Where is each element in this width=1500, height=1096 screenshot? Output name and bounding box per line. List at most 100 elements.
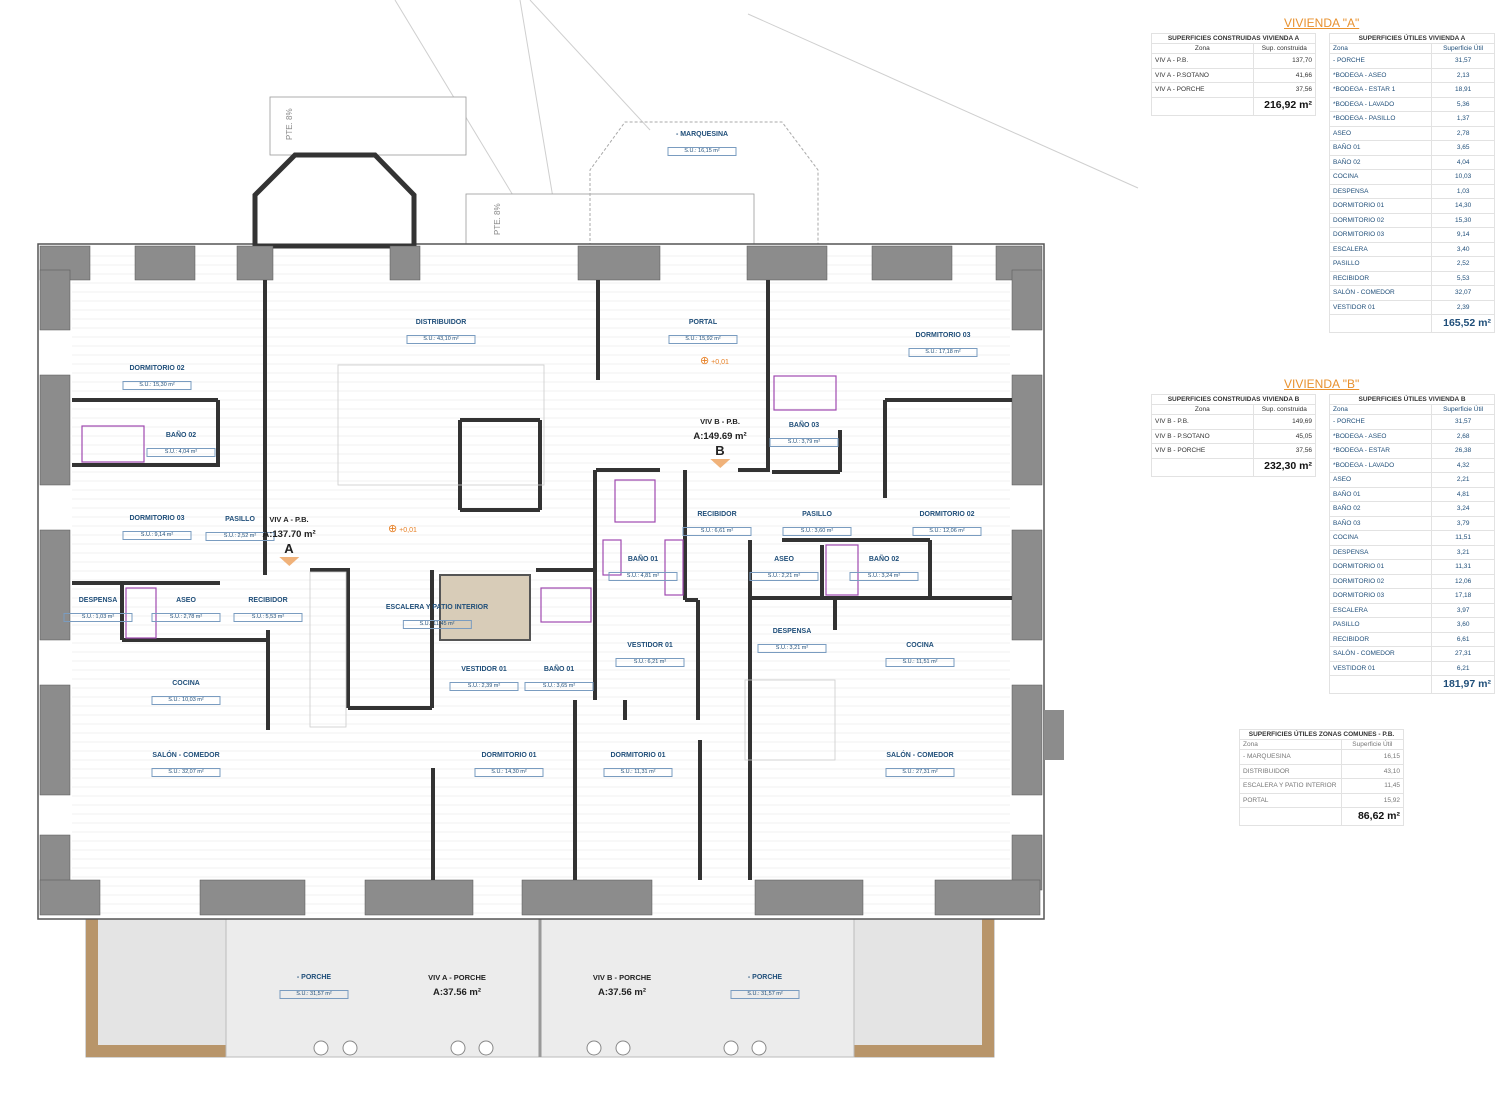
total-cell: 165,52 m²	[1431, 314, 1495, 333]
zone-cell: VIV B - PORCHE	[1151, 443, 1254, 459]
room-name: - PORCHE	[296, 974, 332, 981]
table-total-row: 86,62 m²	[1239, 807, 1405, 826]
room-name: DORMITORIO 02	[919, 511, 975, 518]
vivienda-b-title: VIVIENDA "B"	[1284, 377, 1360, 391]
table-total-row: 165,52 m²	[1328, 314, 1495, 333]
value-cell: 37,56	[1252, 443, 1317, 459]
interior-patio	[439, 574, 531, 641]
value-cell: 3,97	[1431, 602, 1495, 618]
room-area: S.U.: 6,61 m²	[682, 527, 752, 536]
zone-cell: VIV B - P.SOTANO	[1151, 428, 1254, 444]
room-name: DORMITORIO 03	[915, 332, 971, 339]
total-cell: 232,30 m²	[1252, 457, 1317, 477]
room-name: RECIBIDOR	[697, 511, 737, 518]
room-area: S.U.: 3,79 m²	[769, 438, 839, 447]
unit-area: A:37.56 m²	[432, 987, 482, 998]
value-cell: 2,78	[1431, 125, 1495, 141]
sanitaries	[81, 375, 859, 639]
total-cell: 181,97 m²	[1431, 675, 1495, 694]
zone-cell: DESPENSA	[1328, 183, 1433, 199]
room-area: S.U.: 15,30 m²	[122, 381, 192, 390]
room-name: DESPENSA	[772, 628, 812, 635]
room-area: S.U.: 17,18 m²	[908, 348, 978, 357]
zone-cell: *BODEGA - ESTAR	[1328, 443, 1433, 459]
value-cell: 137,70	[1252, 53, 1317, 69]
room-area: S.U.: 43,10 m²	[406, 335, 476, 344]
room-area: S.U.: 9,14 m²	[122, 531, 192, 540]
empty-cell	[1328, 675, 1433, 694]
value-cell: 37,56	[1252, 82, 1317, 98]
zone-cell: DORMITORIO 01	[1328, 198, 1433, 214]
zone-cell: ASEO	[1328, 472, 1433, 488]
value-cell: 2,68	[1431, 428, 1495, 444]
value-cell: 11,51	[1431, 530, 1495, 546]
room-label: BAÑO 01 S.U.: 4,81 m²	[608, 555, 678, 582]
room-name: DISTRIBUIDOR	[415, 319, 467, 326]
value-cell: 4,81	[1431, 486, 1495, 502]
room-name: ASEO	[176, 597, 196, 604]
column-header: Zona	[1328, 404, 1433, 415]
zone-cell: BAÑO 01	[1328, 140, 1433, 156]
room-area: S.U.: 2,21 m²	[749, 572, 819, 581]
room-name: BAÑO 03	[788, 422, 820, 429]
room-area: S.U.: 4,81 m²	[608, 572, 678, 581]
value-cell: 3,21	[1431, 544, 1495, 560]
room-name: PASILLO	[802, 511, 832, 518]
unit-title: VIV B - PORCHE	[592, 973, 652, 982]
table-caption: SUPERFICIES ÚTILES ZONAS COMUNES - P.B.	[1239, 729, 1404, 740]
room-area: S.U.: 4,04 m²	[146, 448, 216, 457]
column-header: Superficie Útil	[1340, 739, 1405, 750]
room-name: BAÑO 01	[627, 556, 659, 563]
marquesina-outline	[589, 121, 819, 247]
room-area: S.U.: 14,30 m²	[474, 768, 544, 777]
value-cell: 9,14	[1431, 227, 1495, 243]
zone-cell: COCINA	[1328, 169, 1433, 185]
zone-cell: *BODEGA - LAVADO	[1328, 457, 1433, 473]
column-header: Sup. construida	[1252, 404, 1317, 415]
column-header: Superficie Útil	[1431, 404, 1495, 415]
zone-cell: - PORCHE	[1328, 53, 1433, 69]
unit-title: VIV A - P.B.	[269, 515, 309, 524]
room-name: PORTAL	[688, 319, 718, 326]
room-name: COCINA	[172, 680, 200, 687]
value-cell: 15,92	[1340, 792, 1405, 808]
value-cell: 2,13	[1431, 67, 1495, 83]
zone-cell: RECIBIDOR	[1328, 631, 1433, 647]
value-cell: 2,52	[1431, 256, 1495, 272]
slope-label: PTE. 8%	[285, 108, 294, 140]
level-target-icon: ⊕	[700, 355, 710, 367]
zone-cell: COCINA	[1328, 530, 1433, 546]
